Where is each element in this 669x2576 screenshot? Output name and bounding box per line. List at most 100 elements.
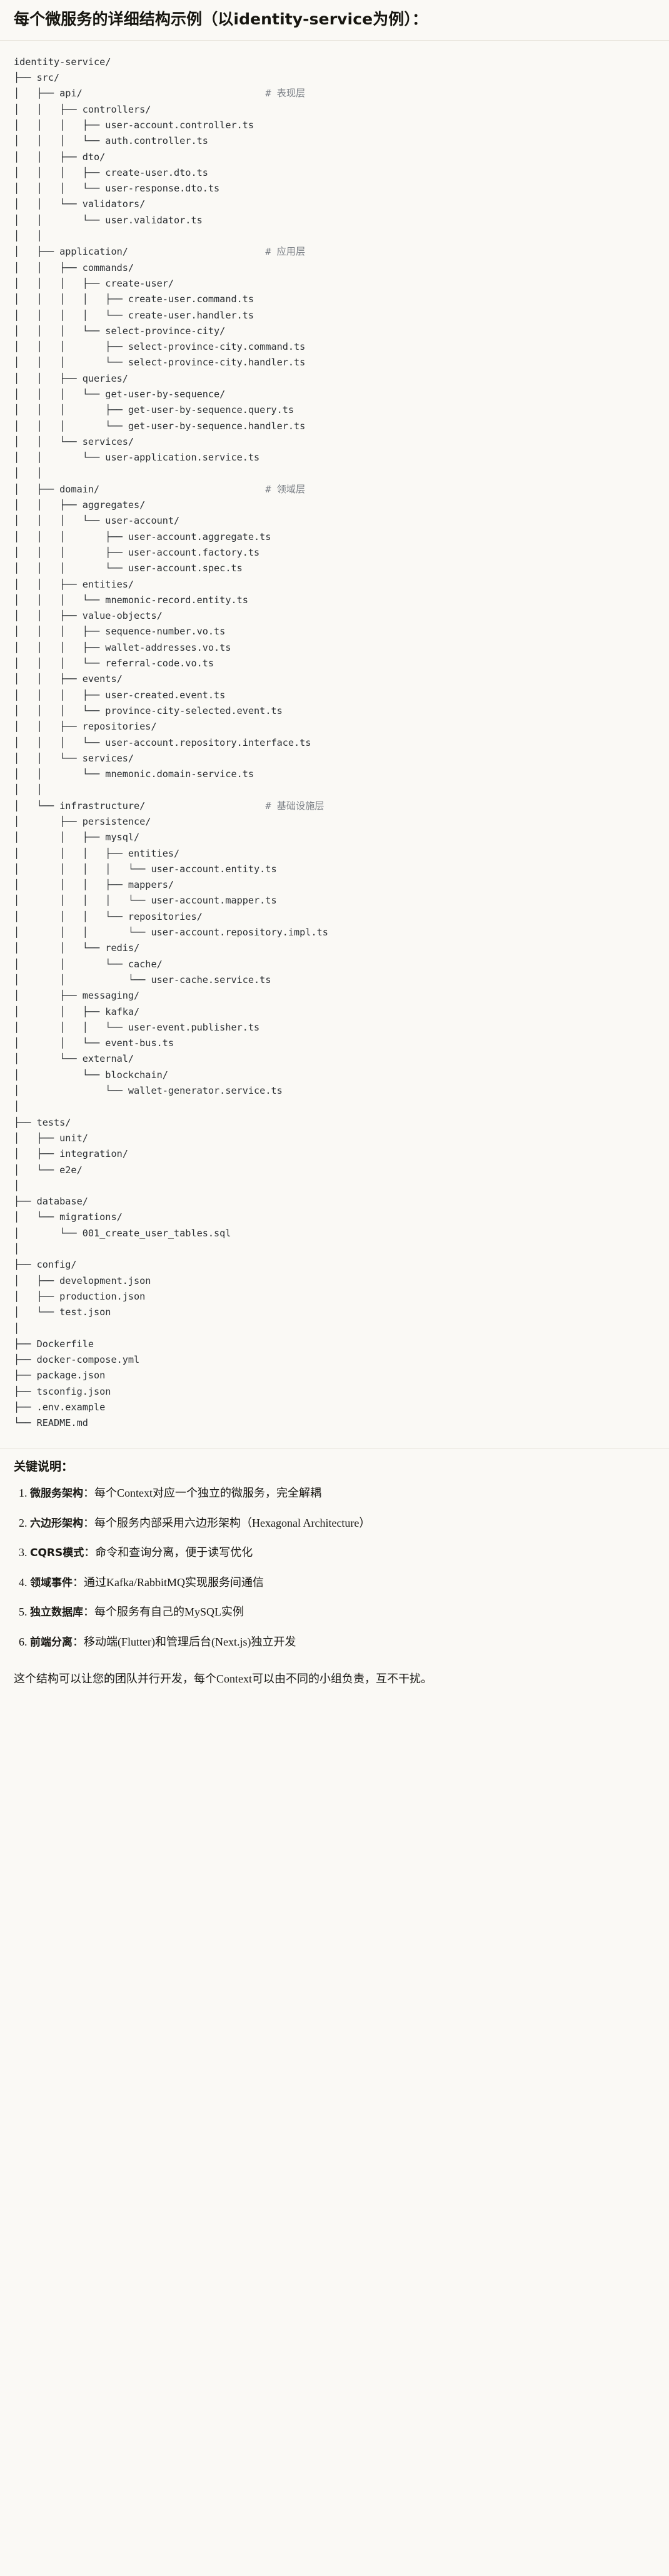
tree-line: │ │ │ └── mnemonic-record.entity.ts [14,594,248,606]
key-notes-section: 关键说明： 微服务架构：每个Context对应一个独立的微服务，完全解耦六边形架… [0,1448,669,1657]
tree-line: │ ├── production.json [14,1290,146,1302]
tree-line: │ │ │ └── referral-code.vo.ts [14,658,214,669]
tree-line: │ │ │ ├── user-account.aggregate.ts [14,531,271,542]
tree-line: ├── src/ [14,72,60,84]
tree-line: │ │ │ └── repositories/ [14,910,203,922]
tree-line: ├── Dockerfile [14,1338,94,1350]
tree-line: │ │ │ ├── wallet-addresses.vo.ts [14,641,231,653]
key-note-term: 领域事件 [30,1576,73,1589]
key-note-item: 六边形架构：每个服务内部采用六边形架构（Hexagonal Architectu… [30,1515,655,1532]
key-note-body: ：每个Context对应一个独立的微服务，完全解耦 [83,1487,321,1500]
key-note-term: 前端分离 [30,1636,73,1649]
tree-line: ├── package.json [14,1370,106,1382]
tree-line: │ │ │ └── user-response.dto.ts [14,183,220,195]
tree-line: │ │ └── user.validator.ts [14,214,203,226]
tree-line: │ │ └── validators/ [14,198,146,210]
tree-line: │ │ │ └── auth.controller.ts [14,135,208,147]
tree-line: │ │ │ ├── sequence-number.vo.ts [14,626,226,638]
tree-line: │ │ │ │ └── user-account.entity.ts [14,863,277,875]
tree-line: │ │ └── event-bus.ts [14,1037,174,1049]
tree-line: │ └── external/ [14,1053,134,1065]
tree-line: │ │ ├── repositories/ [14,721,157,733]
tree-line-comment: # 应用层 [265,246,306,258]
key-note-body: ：移动端(Flutter)和管理后台(Next.js)独立开发 [73,1635,296,1648]
tree-line: │ │ │ └── select-province-city.handler.t… [14,357,306,369]
heading-divider [0,39,669,41]
key-note-item: 微服务架构：每个Context对应一个独立的微服务，完全解耦 [30,1485,655,1502]
key-note-term: 六边形架构 [30,1517,83,1530]
key-note-item: 领域事件：通过Kafka/RabbitMQ实现服务间通信 [30,1574,655,1592]
tree-line: │ │ └── mnemonic.domain-service.ts [14,768,254,780]
tree-line: │ └── test.json [14,1306,111,1318]
key-note-body: ：通过Kafka/RabbitMQ实现服务间通信 [73,1576,264,1589]
tree-line: │ │ │ ├── user-account.controller.ts [14,119,254,131]
tree-line: │ │ ├── events/ [14,673,123,685]
tree-line: │ [14,1243,20,1255]
tree-line: │ ├── unit/ [14,1132,88,1144]
tree-line: │ │ [14,467,43,479]
tree-line: │ │ │ ├── create-user/ [14,277,174,289]
tree-line: │ │ │ └── get-user-by-sequence.handler.t… [14,420,306,432]
tree-line: │ │ │ ├── get-user-by-sequence.query.ts [14,404,294,416]
tree-line: │ │ │ │ ├── create-user.command.ts [14,293,254,305]
tree-line: │ └── migrations/ [14,1211,123,1223]
tree-line: ├── docker-compose.yml [14,1354,140,1366]
tree-line: │ │ ├── entities/ [14,578,134,590]
tree-line: │ │ ├── aggregates/ [14,499,146,511]
key-note-term: 微服务架构 [30,1487,83,1500]
tree-line: │ │ │ ├── entities/ [14,847,180,859]
tree-line: │ ├── domain/ [14,483,100,495]
tree-line: │ │ ├── queries/ [14,372,128,384]
tree-line: │ │ └── cache/ [14,958,163,970]
tree-line: ├── tsconfig.json [14,1385,111,1397]
tree-line: │ [14,1179,20,1191]
tree-line: │ └── wallet-generator.service.ts [14,1085,283,1097]
document-page: 每个微服务的详细结构示例（以identity-service为例）： ident… [0,0,669,1700]
tree-line: │ │ ├── mysql/ [14,832,140,843]
tree-line: ├── .env.example [14,1401,106,1413]
directory-tree-block: identity-service/ ├── src/ │ ├── api/ # … [0,40,669,1448]
key-notes-title: 关键说明： [14,1459,74,1474]
tree-line: │ └── 001_create_user_tables.sql [14,1227,231,1239]
tree-line: │ │ │ │ └── create-user.handler.ts [14,309,254,321]
page-title: 每个微服务的详细结构示例（以identity-service为例）： [14,10,428,28]
tree-line: │ │ │ └── province-city-selected.event.t… [14,705,283,716]
tree-line: │ │ │ └── user-event.publisher.ts [14,1021,260,1033]
tree-line: identity-service/ [14,56,111,68]
tree-line: │ │ │ ├── select-province-city.command.t… [14,341,306,353]
tree-line-comment: # 表现层 [265,88,306,99]
tree-line: │ │ │ └── user-account/ [14,515,180,527]
key-note-term: 独立数据库 [30,1606,83,1619]
tree-line: │ ├── development.json [14,1275,151,1286]
tree-line: │ │ │ └── get-user-by-sequence/ [14,388,226,400]
tree-line: │ └── blockchain/ [14,1069,168,1081]
tree-line: │ │ [14,784,43,796]
key-note-item: CQRS模式：命令和查询分离，便于读写优化 [30,1544,655,1562]
key-note-body: ：每个服务有自己的MySQL实例 [83,1606,244,1619]
tree-line: │ [14,1322,20,1334]
tree-line: │ └── infrastructure/ [14,800,146,812]
tree-line: │ │ ├── dto/ [14,151,106,163]
tree-line: │ │ │ │ └── user-account.mapper.ts [14,895,277,907]
tree-line: │ │ └── services/ [14,752,134,764]
tree-line: │ │ ├── controllers/ [14,103,151,115]
tree-line: │ │ ├── kafka/ [14,1005,140,1017]
tree-line: │ ├── messaging/ [14,990,140,1002]
tree-line: │ │ │ └── user-account.repository.impl.t… [14,927,328,939]
tree-line: │ │ └── user-cache.service.ts [14,974,271,985]
tree-line: ├── tests/ [14,1116,71,1128]
tree-line: │ │ │ ├── mappers/ [14,879,174,891]
tree-line: │ │ └── user-application.service.ts [14,452,260,464]
tree-line: │ │ │ └── select-province-city/ [14,325,226,337]
tree-line-comment: # 领域层 [265,483,306,495]
tree-line: │ [14,1101,20,1112]
tree-line: │ │ [14,230,43,242]
tree-line: └── README.md [14,1417,88,1429]
tree-line: │ │ └── redis/ [14,942,140,954]
key-note-term: CQRS模式 [30,1547,84,1560]
key-notes-list: 微服务架构：每个Context对应一个独立的微服务，完全解耦六边形架构：每个服务… [14,1485,655,1651]
tree-line-comment: # 基础设施层 [265,800,324,812]
tree-line: ├── config/ [14,1259,77,1271]
tree-line: │ │ │ └── user-account.repository.interf… [14,736,311,748]
tree-line: │ └── e2e/ [14,1164,83,1176]
